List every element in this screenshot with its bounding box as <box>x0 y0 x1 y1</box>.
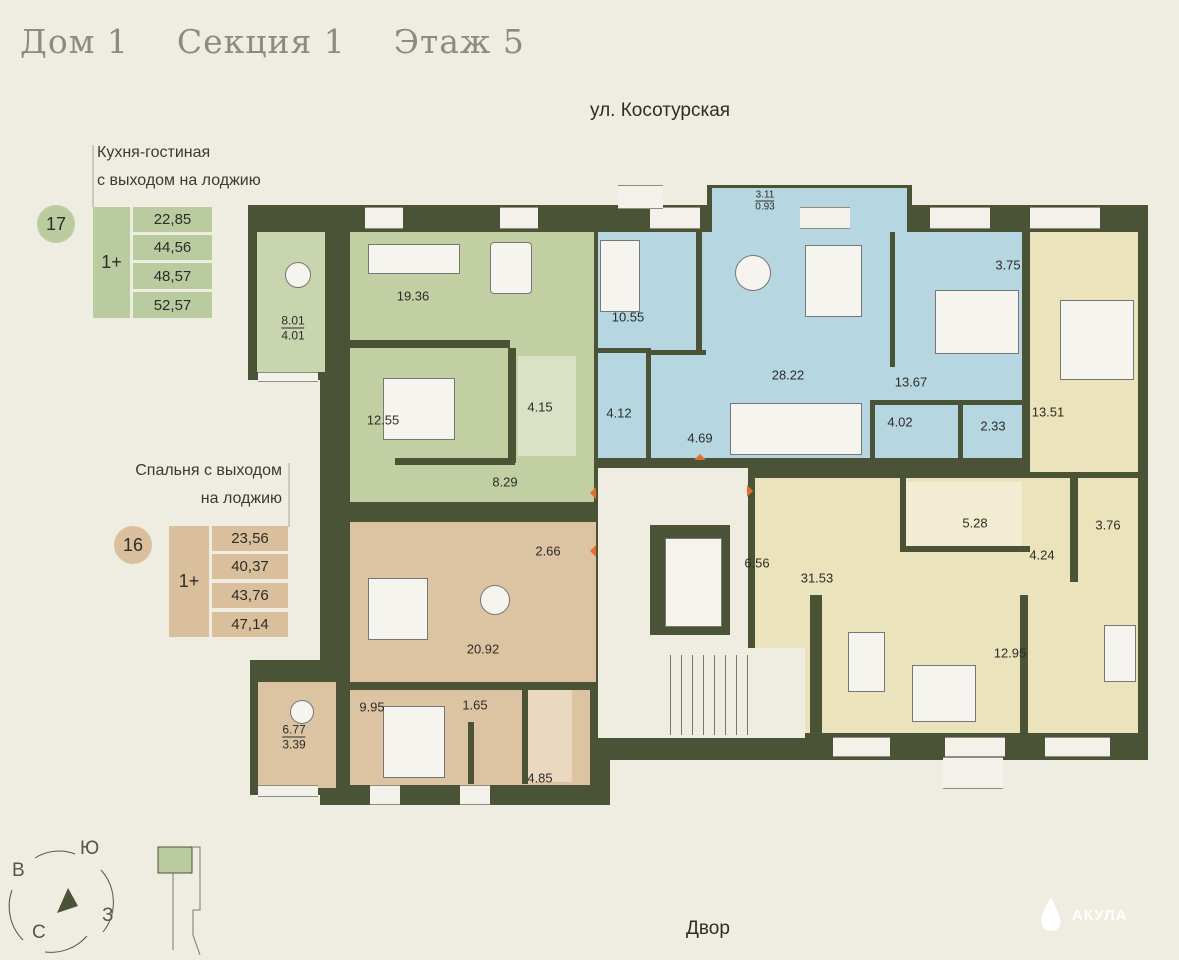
room-area: 3.75 <box>995 257 1021 273</box>
house-label: Дом 1 <box>20 22 129 61</box>
bathroom <box>906 482 1022 546</box>
room-area: 10.55 <box>611 309 645 325</box>
round-table-icon <box>285 262 311 288</box>
room-area: 28.22 <box>771 367 805 383</box>
sofa-icon <box>368 244 460 274</box>
area-value: 22,85 <box>133 207 212 232</box>
yard-label: Двор <box>686 918 730 939</box>
room-area: 4.15 <box>527 399 553 415</box>
entry-arrow-icon <box>584 545 596 557</box>
page-title: Дом 1 Секция 1 Этаж 5 <box>20 22 573 61</box>
bed-icon <box>935 290 1019 354</box>
compass-east: В <box>12 860 25 881</box>
room-area: 2.33 <box>980 418 1006 434</box>
round-table-icon <box>735 255 771 291</box>
dining-table-icon <box>490 242 532 294</box>
area-value: 52,57 <box>133 292 212 318</box>
caption-line: на лоджию <box>200 490 282 507</box>
room-area: 31.53 <box>800 570 834 586</box>
bathroom <box>528 690 572 782</box>
compass-north: С <box>32 922 46 943</box>
brand-logo: АКУЛА <box>1038 895 1127 935</box>
compass-west: З <box>102 905 114 926</box>
room-area: 12.95 <box>993 645 1027 661</box>
entry-arrow-icon <box>584 487 596 499</box>
apartment-number-badge: 17 <box>37 205 75 243</box>
kitchen-icon <box>730 403 862 455</box>
shark-logo-icon <box>1041 897 1061 931</box>
sofa-icon <box>805 245 862 317</box>
area-value: 47,14 <box>212 612 288 637</box>
legend-divider <box>288 463 290 527</box>
room-area: 1.65 <box>462 697 488 713</box>
room-area: 4.12 <box>606 405 632 421</box>
sofa-icon <box>368 578 428 640</box>
legend-caption: Кухня-гостиная с выходом на лоджию <box>97 139 261 195</box>
compass-south: Ю <box>80 838 100 859</box>
compass-icon <box>8 850 114 953</box>
site-plan-thumbnail <box>157 846 201 956</box>
area-value: 48,57 <box>133 263 212 289</box>
bathroom <box>518 356 576 456</box>
room-area: 9.95 <box>359 699 385 715</box>
entry-arrow-icon <box>694 448 706 460</box>
room-area: 4.02 <box>887 414 913 430</box>
ventilation-icon <box>618 185 663 209</box>
legend-caption: Спальня с выходом на лоджию <box>60 457 282 513</box>
stairs-icon <box>660 655 750 735</box>
room-area: 19.36 <box>396 288 430 304</box>
area-value: 40,37 <box>212 554 288 579</box>
rooms-count: 1+ <box>169 526 209 637</box>
loggia <box>258 682 336 788</box>
room-area: 4.69 <box>687 430 713 446</box>
room-area: 12.55 <box>366 412 400 428</box>
room-area: 8.29 <box>492 474 518 490</box>
ventilation-icon <box>943 757 1003 789</box>
room-area: 6.56 <box>744 555 770 571</box>
apartment-number-badge: 16 <box>114 526 152 564</box>
elevator-icon <box>665 538 722 627</box>
sofa-icon <box>1104 625 1136 682</box>
sofa-icon <box>912 665 976 722</box>
section-label: Секция 1 <box>176 22 346 61</box>
street-label: ул. Косотурская <box>590 100 731 121</box>
bed-icon <box>600 240 640 312</box>
round-table-icon <box>290 700 314 724</box>
caption-line: с выходом на лоджию <box>97 172 261 189</box>
area-value: 44,56 <box>133 235 212 260</box>
caption-line: Кухня-гостиная <box>97 144 211 161</box>
floor-label: Этаж 5 <box>393 22 525 61</box>
area-value: 43,76 <box>212 583 288 608</box>
room-area: 20.92 <box>466 641 500 657</box>
entry-arrow-icon <box>747 485 759 497</box>
round-table-icon <box>480 585 510 615</box>
bed-icon <box>1060 300 1134 380</box>
dining-table-icon <box>848 632 885 692</box>
room-area: 13.67 <box>894 374 928 390</box>
loggia <box>257 232 325 372</box>
room-area: 2.66 <box>535 543 561 559</box>
room-area: 3.76 <box>1095 517 1121 533</box>
room-area: 13.51 <box>1031 404 1065 420</box>
bed-icon <box>383 378 455 440</box>
room-area: 5.28 <box>962 515 988 531</box>
legend-divider <box>92 145 94 207</box>
area-value: 23,56 <box>212 526 288 551</box>
room-area: 4.85 <box>527 770 553 786</box>
logo-text: АКУЛА <box>1072 906 1128 924</box>
room-area: 4.24 <box>1029 547 1055 563</box>
bed-icon <box>383 706 445 778</box>
caption-line: Спальня с выходом <box>135 462 282 479</box>
rooms-count: 1+ <box>93 207 130 318</box>
